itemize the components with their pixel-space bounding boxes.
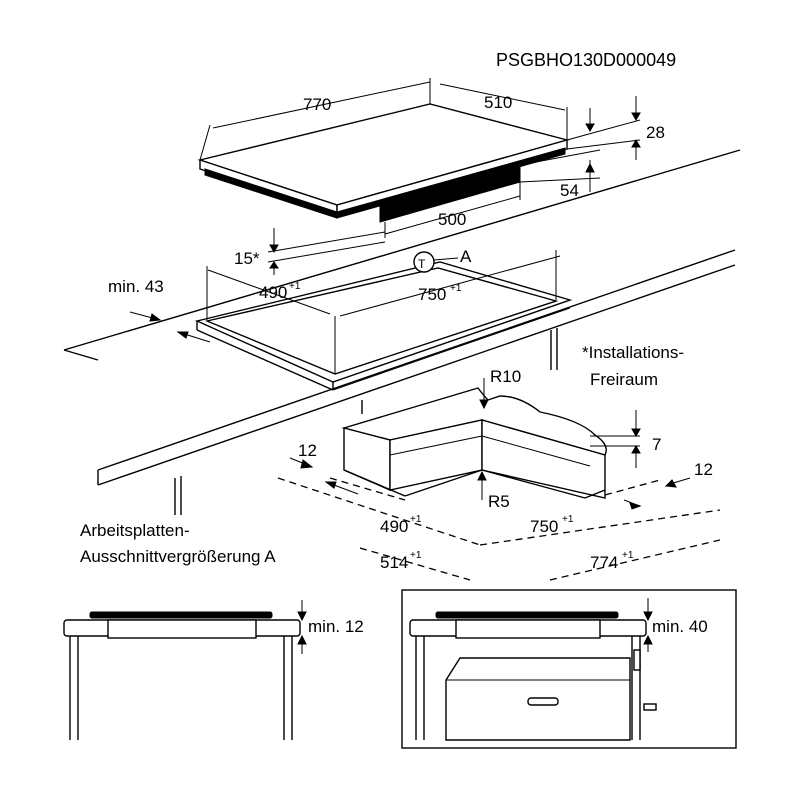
- dim-cutout-depth: 490: [259, 283, 287, 302]
- detail-a-corner: R10 R5 7 12 12 490 +1 750 +1: [277, 367, 721, 581]
- dim-hob-thickness: 28: [646, 123, 665, 142]
- hob-dimensions: 770 510 28 54 500 15*: [199, 78, 665, 275]
- dim-radius-bottom: R5: [488, 492, 510, 511]
- dim-offset-left: 12: [298, 441, 317, 460]
- detail-caption-line1: Arbeitsplatten-: [80, 521, 190, 540]
- dim-cutout-width: 750: [418, 285, 446, 304]
- dim-clearance: 15*: [234, 249, 260, 268]
- countertop-cutout: [194, 261, 573, 391]
- countertop: [63, 149, 741, 515]
- dim-radius-top: R10: [490, 367, 521, 386]
- dim-detail-width: 750: [530, 517, 558, 536]
- dim-detail-width-tol: +1: [562, 514, 574, 525]
- hob: [197, 103, 570, 238]
- dim-outer-depth: 514: [380, 553, 408, 572]
- note-line2: Freiraum: [590, 370, 658, 389]
- dim-cutout-width-tol: +1: [450, 283, 462, 294]
- note-line1: *Installations-: [582, 343, 684, 362]
- dim-outer-width-tol: +1: [622, 550, 634, 561]
- detail-caption-line2: Ausschnittvergrößerung A: [80, 547, 276, 566]
- dim-box-height: 54: [560, 181, 579, 200]
- dim-detail-height: 7: [652, 435, 661, 454]
- section-right: min. 40: [401, 589, 737, 749]
- cutout-dimensions: T A 490 +1 750 +1 min. 43: [108, 247, 561, 374]
- detail-marker-label: A: [460, 247, 472, 266]
- dim-detail-depth: 490: [380, 517, 408, 536]
- dim-hob-depth: 510: [484, 93, 512, 112]
- dim-cutout-depth-tol: +1: [289, 281, 301, 292]
- dim-box-width: 500: [438, 210, 466, 229]
- detail-marker-circle: [413, 251, 435, 273]
- dim-min-front: min. 43: [108, 277, 164, 296]
- dim-detail-depth-tol: +1: [410, 514, 422, 525]
- section-left: min. 12: [63, 600, 364, 740]
- dim-outer-depth-tol: +1: [410, 550, 422, 561]
- dim-min-left: min. 12: [308, 617, 364, 636]
- svg-text:T: T: [418, 257, 426, 271]
- dim-outer-width: 774: [590, 553, 618, 572]
- product-code: PSGBHO130D000049: [496, 50, 676, 70]
- dim-hob-width: 770: [303, 95, 331, 114]
- dim-offset-right: 12: [694, 460, 713, 479]
- dim-min-right: min. 40: [652, 617, 708, 636]
